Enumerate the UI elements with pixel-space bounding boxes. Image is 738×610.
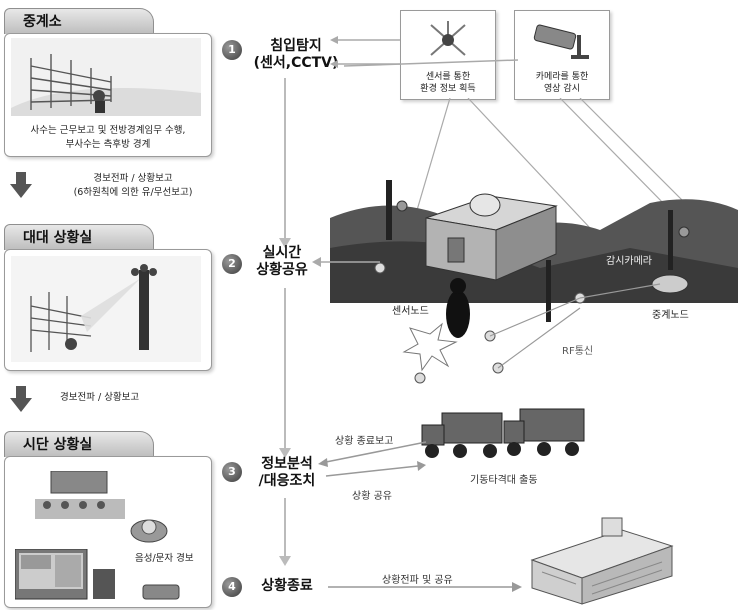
relay-station-illustration — [11, 38, 201, 116]
step-1-label: 침입탐지(센서,CCTV) — [253, 38, 339, 71]
panel-division-room: 음성/문자 경보 — [4, 456, 212, 608]
phone-icon — [130, 519, 168, 543]
cctv-camera-icon — [533, 24, 589, 59]
step-3-label: 정보분석/대응조치 — [258, 456, 316, 489]
monitor-screen-illustration — [15, 549, 115, 600]
step-number-4: 4 — [222, 577, 242, 597]
dispatch-label: 기동타격대 출동 — [470, 475, 538, 486]
hq-building-illustration — [530, 517, 674, 605]
relay-station-caption: 사수는 근무보고 및 전방경계임무 수행, 부사수는 측후방 경계 — [30, 125, 186, 150]
step-number-1: 1 — [222, 40, 242, 60]
scene-to-step2-arrow — [312, 257, 380, 267]
note-alert-report-1: 경보전파 / 상황보고 (6하원칙에 의한 유/무선보고) — [73, 173, 193, 198]
panel-relay-station: 사수는 근무보고 및 전방경계임무 수행, 부사수는 측후방 경계 — [4, 33, 212, 157]
down-arrow-icon — [10, 172, 32, 198]
down-arrow-icon — [10, 386, 32, 412]
camera-to-step1-arrow — [343, 59, 519, 67]
desk-phone-icon — [142, 584, 180, 600]
rf-label: RF통신 — [562, 346, 594, 357]
voice-text-alert-caption: 음성/문자 경보 — [135, 553, 194, 564]
relay-node-label: 중계노드 — [652, 310, 689, 321]
end-share-label: 상황전파 및 공유 — [382, 575, 453, 586]
surveillance-scene — [330, 98, 738, 398]
step-number-3: 3 — [222, 462, 242, 482]
panel-tab-battalion-room: 대대 상황실 — [4, 224, 154, 250]
step3-arrows — [318, 441, 427, 477]
share-label: 상황 공유 — [352, 491, 392, 502]
panel-tab-relay-station: 중계소 — [4, 8, 154, 34]
note-alert-report-2: 경보전파 / 상황보고 — [60, 392, 140, 403]
step-4-label: 상황종료 — [261, 578, 313, 594]
center-flow-line — [279, 78, 291, 566]
report-label: 상황 종료보고 — [335, 436, 394, 447]
battalion-illustration — [11, 256, 201, 362]
step-number-2: 2 — [222, 254, 242, 274]
panel-battalion-room — [4, 249, 212, 371]
sensor-node-label: 센서노드 — [392, 306, 429, 317]
step4-arrow — [328, 582, 522, 592]
truck-convoy-illustration — [421, 408, 585, 458]
panel-tab-division-room: 시단 상황실 — [4, 431, 154, 457]
camera-label: 감시카메라 — [606, 256, 652, 267]
sensor-icon — [430, 21, 466, 56]
command-room-illustration — [35, 471, 125, 519]
